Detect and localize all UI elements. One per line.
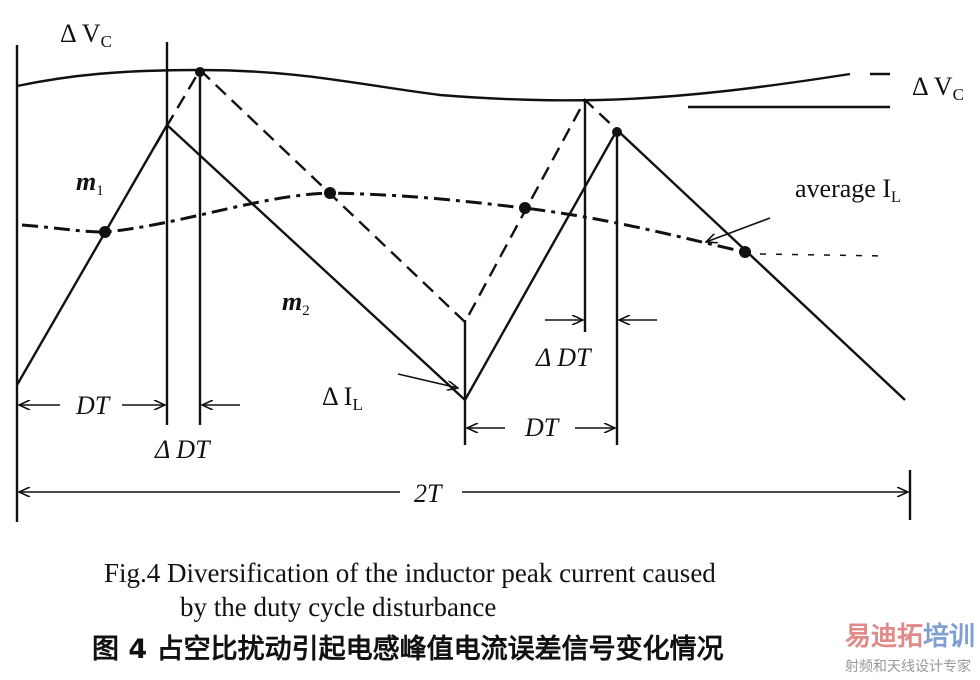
delta-il-label: Δ IL bbox=[322, 382, 363, 414]
watermark-brand: 易迪拓培训 bbox=[845, 622, 975, 652]
average-arrow bbox=[706, 217, 771, 242]
average-point bbox=[739, 246, 751, 258]
dt-left-label: DT bbox=[75, 391, 111, 420]
delta-dt-right-label: Δ DT bbox=[535, 343, 592, 372]
watermark-brand-part1: 易迪拓 bbox=[845, 622, 924, 652]
delta-il-arrow bbox=[397, 373, 458, 388]
watermark-brand-part2: 培训 bbox=[923, 622, 976, 652]
average-current-tail bbox=[759, 253, 886, 257]
average-point bbox=[519, 202, 531, 214]
average-il-label: average IL bbox=[795, 174, 901, 206]
vc-curve bbox=[16, 68, 851, 102]
two-t-label: 2T bbox=[414, 479, 443, 508]
caption-chinese: 图 4 占空比扰动引起电感峰值电流误差信号变化情况 bbox=[92, 634, 724, 665]
peak-point bbox=[195, 67, 205, 77]
caption-english-line2: by the duty cycle disturbance bbox=[180, 592, 497, 622]
delta-dt-left-label: Δ DT bbox=[154, 435, 211, 464]
watermark-tagline: 射频和天线设计专家 bbox=[845, 659, 971, 675]
peak-point bbox=[612, 127, 622, 137]
m1-label: m1 bbox=[76, 167, 104, 199]
average-point bbox=[324, 187, 336, 199]
caption-english-line1: Fig.4 Diversification of the inductor pe… bbox=[104, 558, 716, 588]
average-point bbox=[99, 226, 111, 238]
inductor-current-waveform bbox=[15, 123, 906, 402]
dt-right-label: DT bbox=[524, 413, 560, 442]
m2-label: m2 bbox=[282, 287, 310, 319]
delta-vc-right-label: Δ VC bbox=[912, 72, 964, 104]
delta-vc-top-label: Δ VC bbox=[60, 19, 112, 51]
